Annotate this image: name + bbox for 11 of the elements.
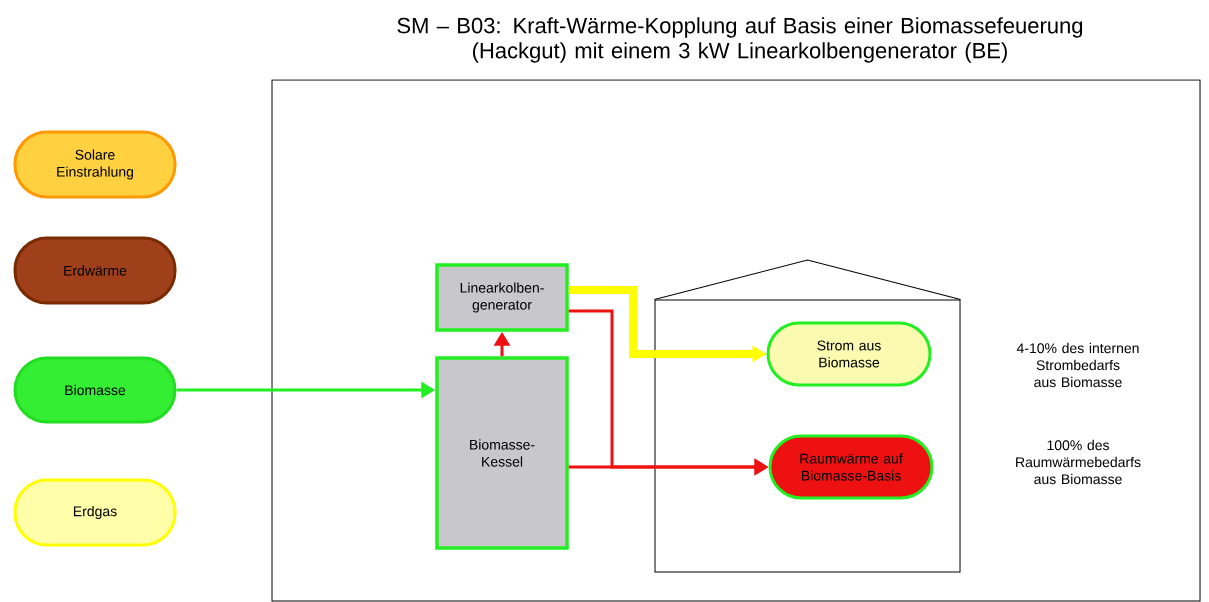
note-text: 100% des Raumwärmebedarfs aus Biomasse (1016, 439, 1141, 485)
energy-pill: Solare Einstrahlung (13, 130, 177, 199)
note-text: 4-10% des internen Strombedarfs aus Biomasse (1016, 342, 1139, 388)
component-box: Biomasse- Kessel (435, 356, 569, 550)
energy-pill: Raumwärme auf Biomasse-Basis (768, 434, 934, 500)
energy-pill: Erdwärme (13, 236, 177, 305)
component-box: Linearkolben- generator (435, 263, 569, 332)
energy-pill: Biomasse (13, 356, 177, 424)
energy-pill: Strom aus Biomasse (766, 321, 932, 387)
energy-pill: Erdgas (13, 478, 177, 547)
title: SM – B03: Kraft-Wärme-Kopplung auf Basis einer Biomassefeuerung (Hackgut) mit einem 3 kW Linearkolbengenerator (BE) (397, 17, 1083, 63)
